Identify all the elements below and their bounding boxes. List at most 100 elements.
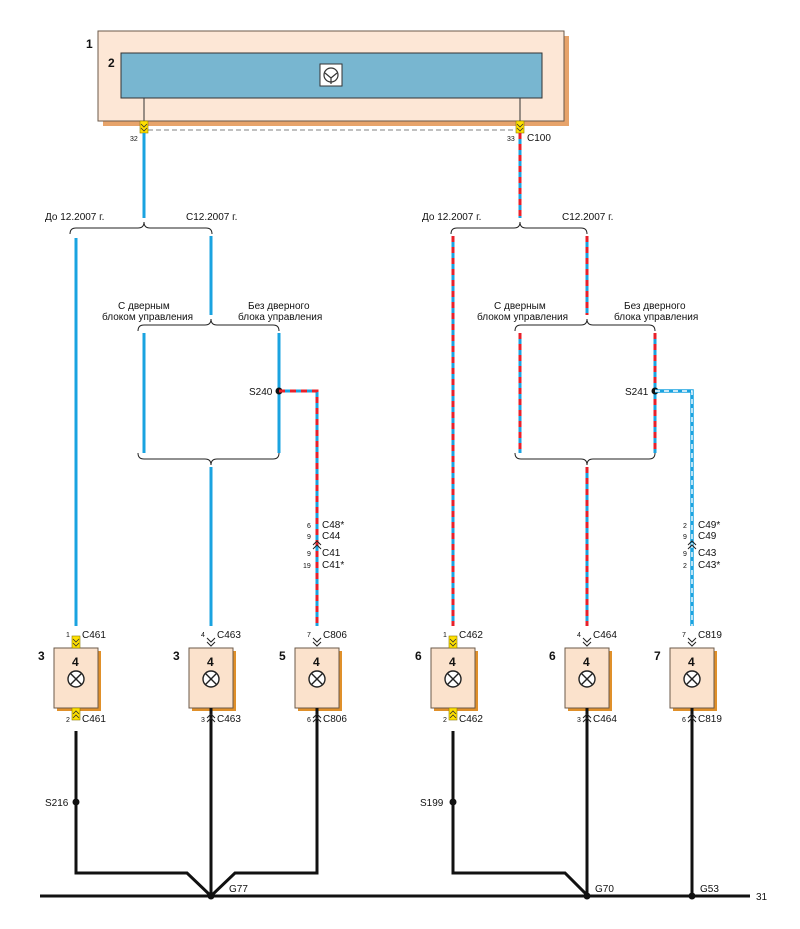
right-bracket-date — [450, 221, 588, 235]
lamp-inner-number: 4 — [449, 655, 456, 669]
lamp-icon — [67, 670, 85, 688]
inline-right-pin-0: 2 — [683, 523, 687, 530]
module-1-number: 1 — [86, 37, 93, 51]
s216-splice — [72, 798, 80, 806]
wire-s240-branch-base — [279, 389, 319, 626]
right-without-door-1: Без дверного — [624, 301, 686, 312]
inline-connector-left-top-icon — [312, 540, 322, 550]
lamp-icon — [578, 670, 596, 688]
top-connector-label: C819 — [698, 630, 722, 641]
bottom-pin: 6 — [307, 717, 311, 724]
bottom-connector-icon — [582, 713, 592, 723]
lamp-unit-number: 3 — [38, 649, 45, 663]
g53-point — [688, 892, 696, 900]
top-connector-label: C806 — [323, 630, 347, 641]
g77-label: G77 — [229, 884, 248, 895]
s199-splice — [449, 798, 457, 806]
right-bracket-bottom — [514, 452, 656, 466]
bottom-connector-label: C461 — [82, 714, 106, 725]
s199-label: S199 — [420, 798, 444, 809]
top-connector-icon — [448, 635, 458, 649]
bottom-connector-label: C464 — [593, 714, 617, 725]
right-bracket-door — [514, 318, 656, 332]
top-connector-label: C462 — [459, 630, 483, 641]
right-with-door-2: блоком управления — [477, 311, 568, 323]
top-pin: 7 — [682, 632, 686, 639]
left-after-label: С12.2007 г. — [186, 212, 237, 223]
c100-label: C100 — [527, 133, 551, 144]
top-connector-icon — [582, 637, 592, 647]
inline-left-conn-2: C41 — [322, 548, 341, 559]
s241-label: S241 — [625, 387, 649, 398]
bottom-pin: 3 — [201, 717, 205, 724]
inline-left-conn-1: C44 — [322, 531, 341, 542]
c100-pin-32: 32 — [130, 136, 138, 143]
bottom-connector-label: C806 — [323, 714, 347, 725]
bottom-pin: 2 — [66, 717, 70, 724]
right-with-door-1: С дверным — [494, 301, 546, 312]
c100-pin-left-icon — [139, 120, 149, 134]
inline-left-pin-0: 6 — [307, 523, 311, 530]
lamp-icon — [202, 670, 220, 688]
ground-wire-c461 — [74, 731, 213, 898]
left-before-label: До 12.2007 г. — [45, 212, 104, 223]
inline-right-pin-3: 2 — [683, 563, 687, 570]
right-without-door-2: блока управления — [614, 311, 698, 323]
lamp-unit-number: 5 — [279, 649, 286, 663]
left-bracket-door — [137, 318, 280, 332]
lamp-inner-number: 4 — [313, 655, 320, 669]
inline-right-pin-2: 9 — [683, 551, 687, 558]
left-bracket-date — [69, 221, 213, 235]
lamp-inner-number: 4 — [72, 655, 79, 669]
lamp-inner-number: 4 — [583, 655, 590, 669]
wire-s241-branch-white — [655, 390, 693, 626]
ground-wire-c806 — [209, 731, 319, 898]
top-connector-label: C464 — [593, 630, 617, 641]
inline-right-conn-3: C43* — [698, 560, 720, 571]
lamp-inner-number: 4 — [207, 655, 214, 669]
bottom-pin: 3 — [577, 717, 581, 724]
inline-right-conn-1: C49 — [698, 531, 717, 542]
lamp-unit-number: 3 — [173, 649, 180, 663]
g77-point — [207, 892, 215, 900]
top-connector-label: C463 — [217, 630, 241, 641]
right-after-label: С12.2007 г. — [562, 212, 613, 223]
lamp-inner-number: 4 — [688, 655, 695, 669]
c100-pin-33: 33 — [507, 136, 515, 143]
module-2-number: 2 — [108, 56, 115, 70]
lamp-icon — [683, 670, 701, 688]
bottom-connector-label: C463 — [217, 714, 241, 725]
bottom-connector-icon — [206, 713, 216, 723]
inline-left-conn-3: C41* — [322, 560, 344, 571]
bottom-connector-icon — [687, 713, 697, 723]
lamp-unit-number: 7 — [654, 649, 661, 663]
inline-left-pin-3: 19 — [303, 563, 311, 570]
left-without-door-2: блока управления — [238, 311, 322, 323]
bottom-connector-icon — [312, 713, 322, 723]
bottom-pin: 6 — [682, 717, 686, 724]
left-without-door-1: Без дверного — [248, 301, 310, 312]
wire-s240-branch-red — [279, 389, 319, 626]
inline-right-pin-1: 9 — [683, 534, 687, 541]
inline-left-pin-2: 9 — [307, 551, 311, 558]
top-pin: 1 — [443, 632, 447, 639]
left-with-door-1: С дверным — [118, 301, 170, 312]
top-pin: 7 — [307, 632, 311, 639]
g70-label: G70 — [595, 884, 614, 895]
top-pin: 4 — [201, 632, 205, 639]
g53-label: G53 — [700, 884, 719, 895]
bottom-connector-label: C819 — [698, 714, 722, 725]
right-before-label: До 12.2007 г. — [422, 212, 481, 223]
g70-point — [583, 892, 591, 900]
top-pin: 1 — [66, 632, 70, 639]
bottom-connector-icon — [71, 707, 81, 721]
light-switch-icon — [319, 63, 343, 87]
